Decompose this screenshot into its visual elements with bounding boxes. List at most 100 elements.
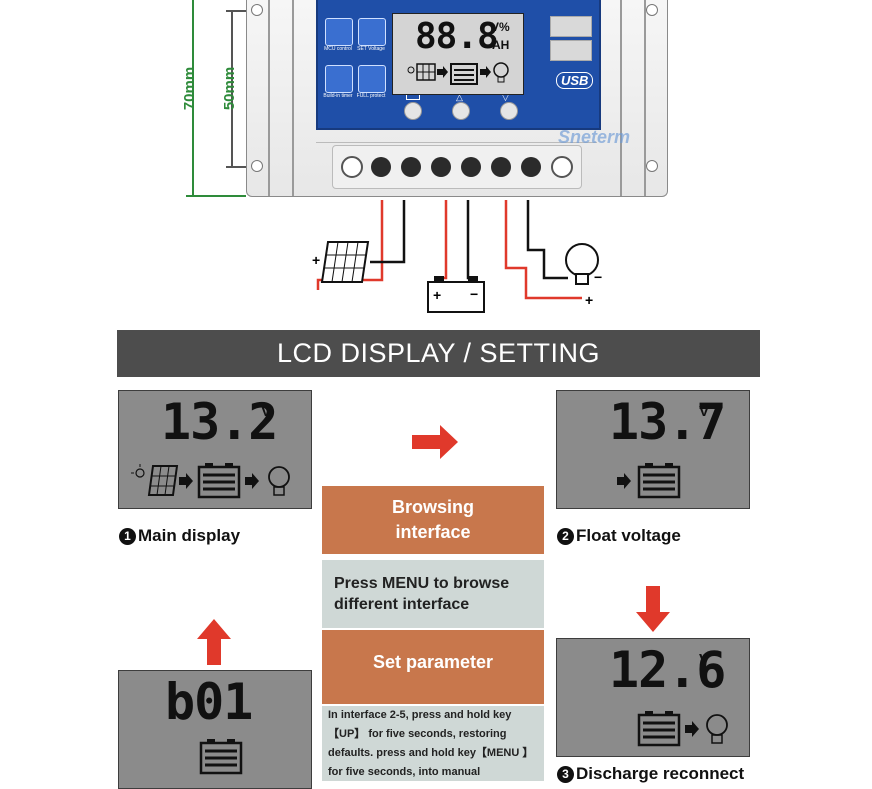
gear-icon: [358, 18, 386, 46]
down-button[interactable]: [500, 102, 518, 120]
discharge-flow-icons: [637, 711, 728, 747]
arrow-right-icon: [685, 721, 699, 737]
up-button[interactable]: [452, 102, 470, 120]
faceplate-notch: [316, 128, 597, 143]
terminal-solar-minus: [401, 157, 421, 177]
main-display-flow-icons: [131, 463, 290, 499]
load-mode-digits: b01: [165, 673, 253, 731]
terminal-solar-plus: [371, 157, 391, 177]
usb-port: [550, 16, 592, 37]
discharge-reconnect-unit: V: [699, 651, 710, 668]
float-voltage-caption-text: Float voltage: [576, 526, 681, 545]
arrow-up-icon: [197, 619, 231, 665]
sun-icon: [407, 66, 415, 74]
usb-port: [550, 40, 592, 61]
float-voltage-flow-icons: [617, 463, 681, 499]
terminal-screw-icon: [551, 156, 573, 178]
section-header: LCD DISPLAY / SETTING: [117, 330, 760, 377]
dim-label-70: 70mm: [181, 66, 199, 111]
arrow-right-icon: [412, 425, 458, 459]
battery-icon: [637, 463, 681, 499]
browsing-interface-title-text: Browsing interface: [391, 497, 474, 542]
battery-icon: [199, 739, 243, 775]
set-parameter-title: Set parameter: [322, 630, 544, 704]
bulb-icon: [493, 62, 509, 83]
dim-tick-70-bottom: [186, 195, 246, 197]
set-voltage-label: SET Voltage: [357, 46, 385, 52]
arrow-right-icon: [179, 473, 193, 489]
step-number-badge: 1: [119, 528, 136, 545]
solar-plus-sign: +: [312, 252, 321, 268]
solar-panel-icon: [416, 63, 436, 81]
dim-tick-50-top: [226, 10, 256, 12]
arrow-right-icon: [245, 473, 259, 489]
battery-icon: [450, 63, 478, 85]
set-parameter-desc-text: In interface 2-5, press and hold key 【UP…: [328, 709, 534, 778]
solar-panel-icon: [147, 465, 179, 496]
battery-minus-sign: −: [470, 286, 479, 302]
float-voltage-digits: 13.7: [609, 393, 726, 451]
step-number-badge: 2: [557, 528, 574, 545]
main-display-unit: V: [261, 403, 272, 420]
up-arrow-icon: △: [456, 92, 463, 102]
float-voltage-screen: 13.7 V: [556, 390, 750, 509]
protect-label: FULL protect: [356, 93, 386, 99]
sun-icon: [131, 464, 145, 478]
battery-icon: [427, 276, 485, 313]
bulb-icon: [565, 243, 599, 285]
terminal-load-plus: [491, 157, 511, 177]
timer-icon: [325, 65, 353, 93]
main-display-digits: 13.2: [161, 393, 278, 451]
lcd-unit-top: V%: [491, 20, 510, 34]
battery-plus-sign: +: [433, 287, 442, 303]
mcu-label: MCU control: [324, 46, 352, 52]
timer-label: Build-in timer: [323, 93, 353, 99]
lcd-digits: 88.8: [415, 16, 499, 57]
dim-line-70: [192, 0, 194, 196]
load-mode-icons: [199, 739, 243, 775]
usb-logo: USB: [556, 72, 594, 89]
arrow-right-icon: [617, 473, 631, 489]
dim-label-50: 50mm: [221, 66, 239, 111]
heat-fin: [644, 0, 646, 196]
mount-hole-icon: [251, 160, 263, 172]
controller-lcd: 88.8 V% AH: [392, 13, 524, 95]
arrow-right-icon: [437, 66, 448, 78]
brand-watermark: Sneterm: [558, 127, 631, 147]
bulb-icon: [268, 466, 290, 496]
menu-button[interactable]: [404, 102, 422, 120]
lcd-flow-icons: [407, 62, 509, 85]
discharge-reconnect-digits: 12.6: [609, 641, 726, 699]
mcu-control-icon: [325, 18, 353, 46]
terminal-strip: [332, 145, 582, 189]
bulb-icon: [706, 714, 728, 744]
arrow-down-icon: [636, 586, 670, 632]
terminal-screw-icon: [341, 156, 363, 178]
terminal-battery-plus: [431, 157, 451, 177]
shield-icon: [358, 65, 386, 93]
dim-tick-50-bottom: [226, 166, 256, 168]
mount-hole-icon: [646, 4, 658, 16]
mount-hole-icon: [646, 160, 658, 172]
heat-fin: [620, 0, 622, 196]
terminal-load-minus: [521, 157, 541, 177]
set-parameter-title-text: Set parameter: [372, 652, 494, 672]
load-mode-screen: b01: [118, 670, 312, 789]
main-display-screen: 13.2 V: [118, 390, 312, 509]
browsing-interface-desc: Press MENU to browse different interface: [322, 560, 544, 628]
step-number-badge: 3: [557, 766, 574, 783]
arrow-right-icon: [480, 66, 491, 78]
down-arrow-icon: ▽: [502, 92, 509, 102]
load-plus-sign: +: [585, 292, 594, 308]
terminal-battery-minus: [461, 157, 481, 177]
battery-icon: [637, 711, 681, 747]
load-minus-sign: −: [594, 269, 603, 285]
dim-line-50: [231, 10, 233, 167]
discharge-reconnect-caption-text: Discharge reconnect: [576, 764, 745, 783]
solar-panel-icon: [320, 241, 370, 283]
main-display-caption-text: Main display: [138, 526, 241, 545]
wiring-diagram: [316, 200, 599, 313]
browsing-interface-title: Browsing interface: [322, 486, 544, 554]
